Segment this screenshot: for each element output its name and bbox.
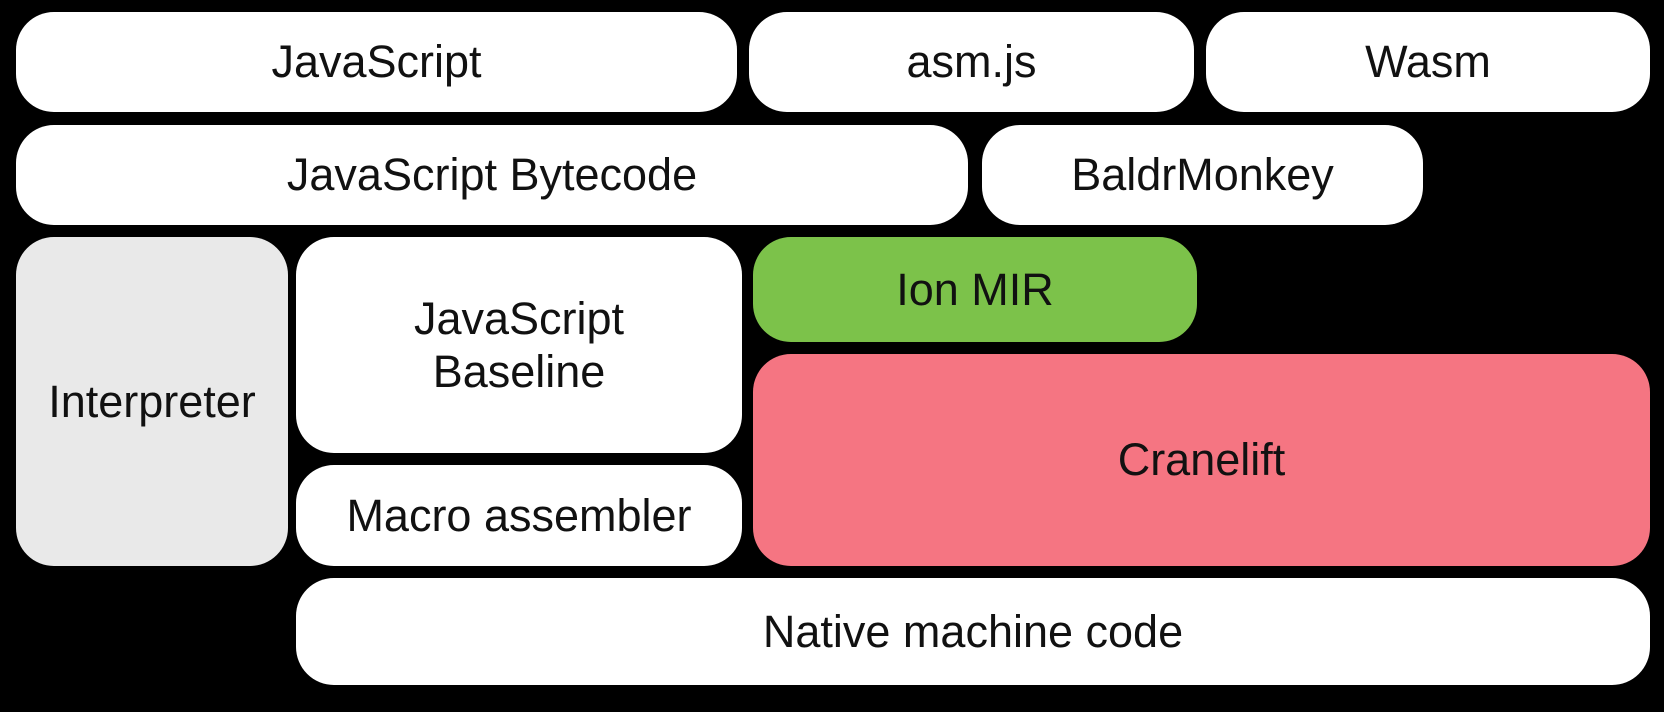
node-javascript: JavaScript: [16, 12, 737, 112]
node-baldrmonkey: BaldrMonkey: [982, 125, 1423, 225]
node-native-machine-code: Native machine code: [296, 578, 1650, 685]
node-macro-assembler: Macro assembler: [296, 465, 742, 566]
node-interpreter: Interpreter: [16, 237, 288, 566]
node-ion-mir: Ion MIR: [753, 237, 1197, 342]
node-asm-js: asm.js: [749, 12, 1194, 112]
node-cranelift: Cranelift: [753, 354, 1650, 566]
node-wasm: Wasm: [1206, 12, 1650, 112]
node-javascript-baseline: JavaScript Baseline: [296, 237, 742, 453]
node-javascript-bytecode: JavaScript Bytecode: [16, 125, 968, 225]
